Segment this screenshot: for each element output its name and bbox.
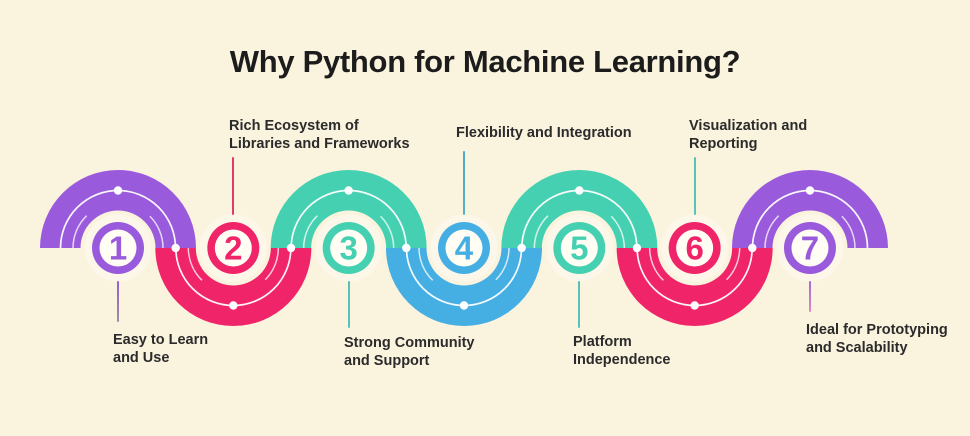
step-number: 7	[801, 230, 819, 267]
node-inner	[330, 229, 368, 267]
node-inner	[791, 229, 829, 267]
arc-band	[501, 170, 658, 248]
arc-band	[731, 170, 888, 248]
step-number: 6	[685, 230, 703, 267]
step-nodes: 1 2 3 4 5 6 7	[84, 214, 844, 282]
junction-dot	[171, 243, 180, 253]
step-node-3: 3	[315, 214, 383, 282]
connector-line-4	[462, 151, 465, 215]
step-label-6: Visualization and Reporting	[689, 118, 808, 152]
arc-band	[270, 170, 427, 248]
step-node-1: 1	[84, 214, 152, 282]
page-title: Why Python for Machine Learning?	[229, 44, 741, 79]
step-number: 5	[570, 230, 588, 267]
step-4	[385, 247, 542, 326]
step-number: 3	[339, 230, 357, 267]
junction-dot	[748, 243, 757, 253]
junction-dot	[402, 243, 411, 253]
apex-dot	[690, 301, 699, 310]
junction-dot	[517, 243, 526, 253]
node-inner	[214, 229, 252, 267]
connector-line-1	[117, 281, 119, 322]
connector-line-5	[578, 281, 581, 328]
node-inner	[560, 229, 598, 267]
apex-dot	[344, 186, 353, 195]
step-label-5: Platform Independence	[573, 334, 671, 368]
apex-dot	[459, 301, 469, 310]
step-node-5: 5	[545, 214, 613, 282]
step-node-2: 2	[199, 214, 267, 282]
connector-line-2	[232, 157, 235, 215]
accent-dots	[113, 186, 815, 310]
accent-arc-inner	[72, 202, 164, 249]
arc-band	[385, 248, 542, 326]
connector-line-6	[693, 157, 696, 215]
step-node-4: 4	[430, 214, 498, 282]
step-label-1: Easy to Learn and Use	[113, 332, 209, 366]
arc-band	[616, 248, 773, 326]
step-number: 1	[109, 230, 127, 267]
accent-arc-inner	[764, 202, 856, 249]
node-inner	[445, 229, 483, 267]
node-inner	[676, 229, 714, 267]
connector-line-7	[808, 281, 811, 312]
accent-arc-inner	[187, 247, 280, 294]
accent-arc-inner	[302, 202, 395, 249]
apex-dot	[575, 186, 584, 195]
connector-line-3	[347, 281, 350, 328]
step-number: 2	[224, 230, 242, 267]
step-label-3: Strong Community and Support	[344, 335, 475, 369]
step-node-6: 6	[661, 214, 729, 282]
apex-dot	[113, 186, 123, 195]
apex-dot	[229, 301, 238, 310]
step-7	[731, 170, 888, 249]
step-label-2: Rich Ecosystem of Libraries and Framewor…	[229, 118, 410, 152]
arc-band	[40, 170, 196, 248]
step-node-7: 7	[776, 214, 844, 282]
junction-dot	[286, 243, 296, 253]
accent-arc-inner	[418, 247, 510, 294]
junction-dot	[632, 243, 642, 253]
step-number: 4	[455, 230, 474, 267]
apex-dot	[805, 186, 815, 195]
step-label-4: Flexibility and Integration	[456, 125, 632, 141]
arc-band	[155, 248, 312, 326]
accent-arc-inner	[648, 247, 741, 294]
node-inner	[99, 229, 137, 267]
step-label-7: Ideal for Prototyping and Scalability	[806, 322, 948, 356]
accent-arc-inner	[533, 202, 626, 249]
